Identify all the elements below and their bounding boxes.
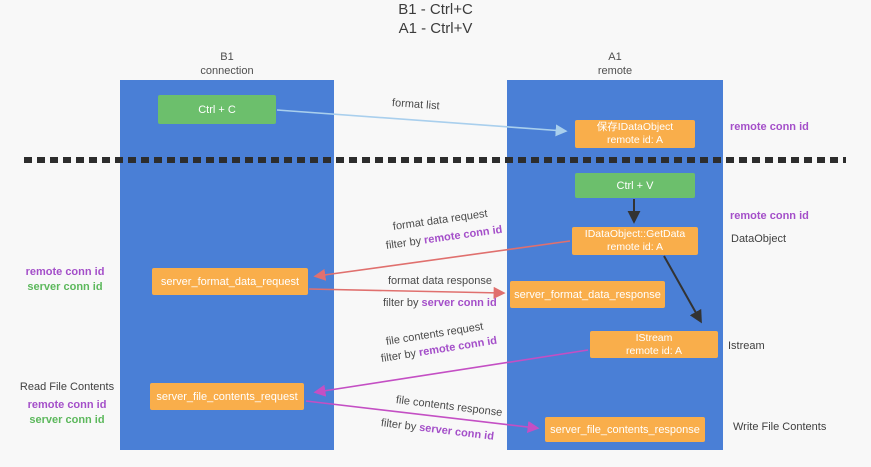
node-istream: IStream remote id: A — [590, 331, 718, 358]
node-server-file-contents-response: server_file_contents_response — [545, 417, 705, 442]
annotation-write-file-contents: Write File Contents — [733, 421, 827, 433]
left-remote-conn-id-bottom: remote conn id — [27, 399, 107, 411]
ctrl-v-label: Ctrl + V — [616, 179, 654, 192]
annotation-left-read-file-contents: Read File Contents remote conn id server… — [12, 380, 122, 428]
title-line-1: B1 - Ctrl+C — [398, 1, 473, 18]
filter-server-conn-id: server conn id — [418, 421, 495, 443]
save-idataobject-line2: remote id: A — [606, 134, 664, 146]
title-line-2: A1 - Ctrl+V — [398, 20, 473, 37]
filter-by-text: filter by — [380, 347, 420, 365]
server-file-contents-response-label: server_file_contents_response — [550, 423, 700, 436]
edge-label-file-contents-response-filter: filter by server conn id — [380, 417, 494, 443]
annotation-remote-conn-id-top: remote conn id — [730, 121, 809, 133]
edge-label-format-data-response-filter: filter by server conn id — [383, 297, 497, 309]
annotation-left-conn-ids-top: remote conn id server conn id — [15, 265, 115, 295]
lane-b1-subtitle: connection — [200, 65, 254, 77]
filter-by-text: filter by — [380, 417, 420, 434]
filter-by-text: filter by — [385, 234, 425, 252]
read-file-contents-label: Read File Contents — [19, 381, 115, 393]
istream-line2: remote id: A — [625, 344, 683, 357]
ctrl-c-label: Ctrl + C — [198, 103, 236, 116]
annotation-remote-conn-id-mid: remote conn id — [730, 210, 809, 222]
filter-server-conn-id: server conn id — [421, 297, 497, 309]
node-ctrl-c: Ctrl + C — [158, 95, 276, 124]
node-ctrl-v: Ctrl + V — [575, 173, 695, 198]
copy-paste-separator-line — [24, 157, 846, 163]
filter-remote-conn-id: remote conn id — [423, 223, 504, 247]
arrow-format-data-response — [308, 286, 506, 299]
getdata-line2: remote id: A — [606, 241, 664, 253]
left-server-conn-id-bottom: server conn id — [29, 414, 105, 426]
node-server-format-data-response: server_format_data_response — [510, 281, 665, 308]
save-idataobject-line1: 保存IDataObject — [596, 121, 674, 133]
lane-header-b1: B1 connection — [120, 50, 334, 78]
annotation-dataobject: DataObject — [731, 233, 787, 245]
lane-b1-title: B1 — [220, 51, 234, 63]
node-idataobject-getdata: IDataObject::GetData remote id: A — [572, 227, 698, 255]
node-save-idataobject: 保存IDataObject remote id: A — [575, 120, 695, 148]
filter-by-text: filter by — [383, 297, 422, 309]
diagram-title: B1 - Ctrl+C A1 - Ctrl+V — [0, 0, 871, 38]
node-server-format-data-request: server_format_data_request — [152, 268, 308, 295]
left-server-conn-id-top: server conn id — [27, 281, 103, 293]
server-format-data-request-label: server_format_data_request — [160, 275, 300, 288]
edge-label-format-data-response: format data response — [388, 275, 492, 287]
server-format-data-response-label: server_format_data_response — [514, 288, 661, 301]
lane-a1-title: A1 — [608, 51, 622, 63]
edge-label-format-list: format list — [391, 97, 440, 113]
node-server-file-contents-request: server_file_contents_request — [150, 383, 304, 410]
annotation-istream: Istream — [728, 340, 765, 352]
getdata-line1: IDataObject::GetData — [584, 228, 686, 240]
istream-line1: IStream — [635, 331, 673, 344]
lane-a1-subtitle: remote — [597, 65, 633, 77]
server-file-contents-request-label: server_file_contents_request — [156, 390, 298, 403]
left-remote-conn-id-top: remote conn id — [25, 266, 105, 278]
edge-label-file-contents-response: file contents response — [395, 394, 503, 419]
lane-header-a1: A1 remote — [507, 50, 723, 78]
